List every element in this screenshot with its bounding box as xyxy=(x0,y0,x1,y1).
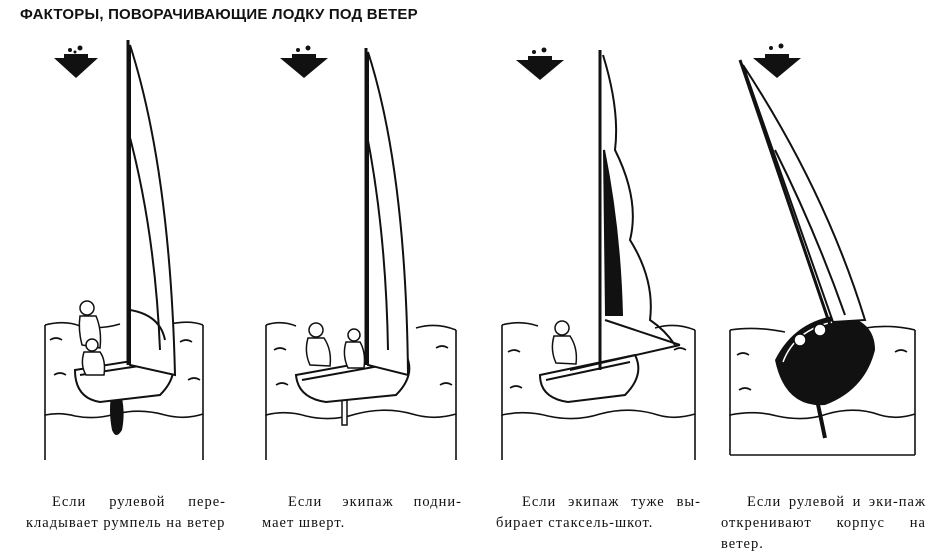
panel-tiller: Если рулевой пере-кладывает румпель на в… xyxy=(20,30,254,531)
mast-and-sails xyxy=(738,59,867,326)
caption-tiller: Если рулевой пере-кладывает румпель на в… xyxy=(26,494,226,531)
water-block xyxy=(265,321,457,460)
mast-and-sails xyxy=(569,50,681,371)
caption-centerboard: Если экипаж подни-мает шверт. xyxy=(262,494,462,531)
crew-figures xyxy=(793,323,827,347)
panel-heel: Если рулевой и эки-паж откренивают корпу… xyxy=(715,30,939,552)
crew-figures xyxy=(78,300,106,376)
wind-arrow-icon xyxy=(516,47,564,80)
caption-jib-sheet: Если экипаж туже вы-бирает стаксель-шкот… xyxy=(496,494,701,531)
hull xyxy=(538,353,640,404)
boat-illustration-centerboard xyxy=(265,45,457,460)
crew-figures xyxy=(305,322,366,369)
boat-illustration-heel xyxy=(729,43,916,456)
water-block xyxy=(501,321,696,460)
mast-and-sails xyxy=(364,48,410,377)
wind-arrow-icon xyxy=(753,43,801,78)
panel-centerboard: Если экипаж подни-мает шверт. xyxy=(256,30,490,531)
wind-arrow-icon xyxy=(280,45,328,78)
water-block xyxy=(729,325,916,456)
caption-heel: Если рулевой и эки-паж откренивают корпу… xyxy=(721,494,926,552)
mast-and-sails xyxy=(126,40,177,377)
wind-arrow-icon xyxy=(54,45,98,78)
page-title: ФАКТОРЫ, ПОВОРАЧИВАЮЩИЕ ЛОДКУ ПОД ВЕТЕР xyxy=(20,6,418,23)
crew-figures xyxy=(551,320,578,365)
boat-illustration-tiller xyxy=(44,40,204,460)
boat-illustration-jib-sheet xyxy=(501,47,696,460)
panel-jib-sheet: Если экипаж туже вы-бирает стаксель-шкот… xyxy=(490,30,724,531)
